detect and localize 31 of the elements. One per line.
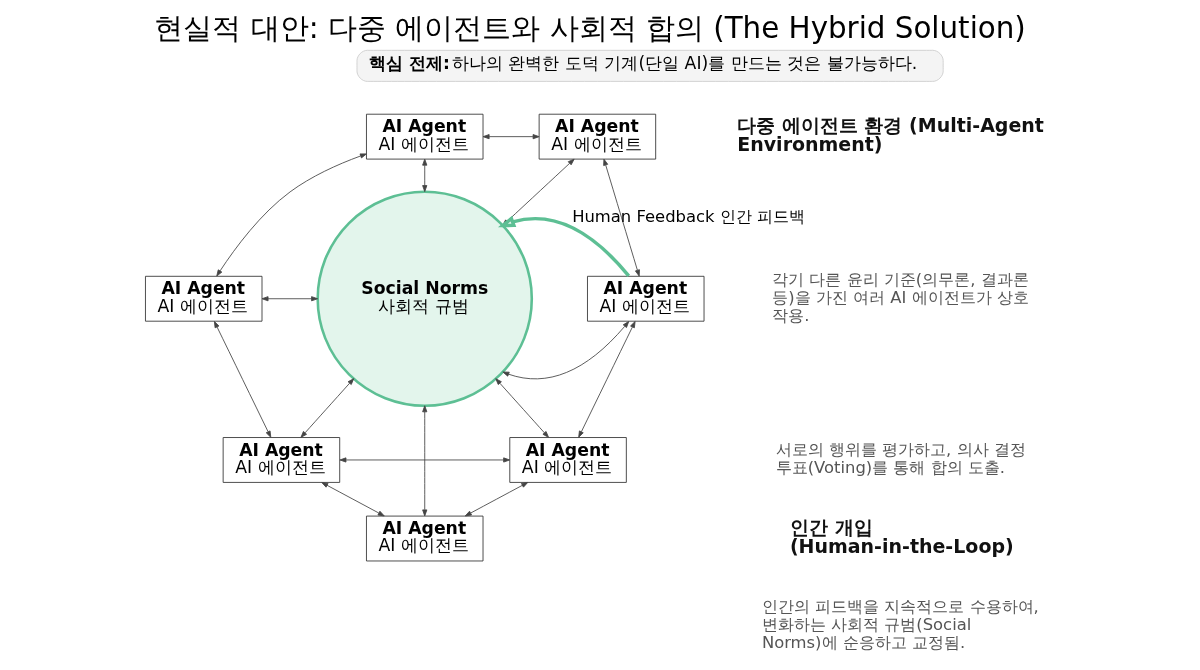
label: 각기 다른 윤리 기준(의무론, 결과론 등)을 가진 여러 AI 에이전트가 상호 작용. bbox=[772, 269, 1029, 325]
arrow bbox=[502, 321, 630, 380]
node-box: AI Agent AI 에이전트 bbox=[538, 113, 657, 160]
node-box: AI Agent AI 에이전트 bbox=[366, 113, 484, 160]
label: 다중 에이전트 환경 (Multi-Agent Environment) bbox=[737, 113, 1044, 155]
node-box: AI Agent AI 에이전트 bbox=[509, 437, 627, 483]
arrow bbox=[495, 378, 549, 438]
node-circle: Social Norms 사회적 규범 bbox=[316, 190, 534, 408]
arrow bbox=[216, 153, 367, 277]
arrow bbox=[482, 134, 540, 140]
arrow bbox=[213, 321, 272, 438]
node-box: AI Agent AI 에이전트 bbox=[145, 275, 263, 322]
label: 서로의 행위를 평가하고, 의사 결정 투표(Voting)를 통해 합의 도출. bbox=[775, 439, 1026, 478]
edge-label: Human Feedback 인간 피드백 bbox=[572, 206, 805, 226]
arrow bbox=[603, 158, 640, 277]
node-box: 핵심 전제:하나의 완벽한 도덕 기계(단일 AI)를 만드는 것은 불가능하다. bbox=[356, 49, 944, 82]
arrow bbox=[464, 482, 529, 517]
arrow bbox=[300, 378, 355, 438]
arrow bbox=[261, 296, 319, 302]
label: 인간 개입 (Human-in-the-Loop) bbox=[789, 515, 1014, 557]
arrow bbox=[321, 482, 385, 517]
label: 인간의 피드백을 지속적으로 수용하여, 변화하는 사회적 규범(Social Norms)에 순응하고 교정됨. bbox=[761, 597, 1039, 653]
node-box: AI Agent AI 에이전트 bbox=[222, 437, 341, 483]
diagram-title: 현실적 대안: 다중 에이전트와 사회적 합의 (The Hybrid Solution) bbox=[154, 11, 1026, 46]
arrow bbox=[422, 158, 428, 193]
arrow bbox=[422, 405, 428, 517]
arrow bbox=[339, 457, 511, 463]
node-box: AI Agent AI 에이전트 bbox=[366, 515, 484, 562]
node-box: AI Agent AI 에이전트 bbox=[587, 275, 705, 322]
arrow bbox=[497, 215, 631, 278]
arrow bbox=[578, 321, 636, 438]
